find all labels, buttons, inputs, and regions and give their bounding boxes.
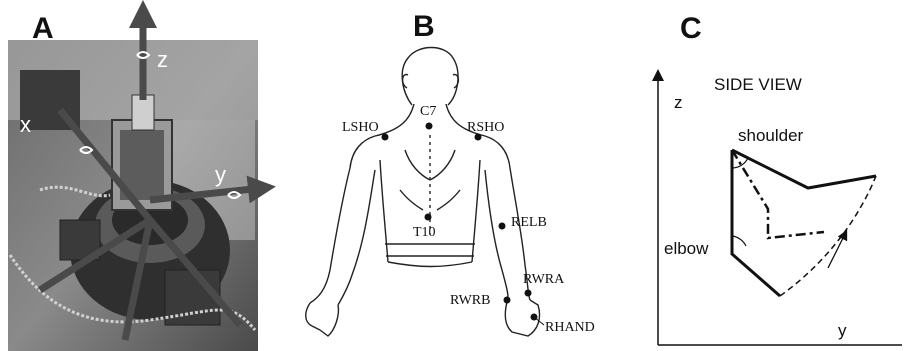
side-view-diagram: SIDE VIEW z y shoulder elbow: [640, 0, 904, 351]
label-lsho: LSHO: [342, 120, 379, 135]
trajectory-dashed: [780, 176, 876, 296]
axis-z-label-c: z: [674, 93, 683, 112]
label-c7: C7: [420, 104, 436, 119]
panel-c-label: C: [680, 12, 702, 46]
motion-arrow: [828, 232, 846, 268]
marker-rwra: [525, 290, 532, 297]
panel-a: z x y A: [0, 0, 262, 351]
body-figure: C7 LSHO RSHO T10 RELB RWRA RWRB RHAND: [290, 0, 630, 351]
shoulder-label: shoulder: [738, 126, 804, 145]
marker-lsho: [382, 134, 389, 141]
label-rsho: RSHO: [467, 120, 504, 135]
label-t10: T10: [413, 225, 436, 240]
label-rwra: RWRA: [523, 272, 565, 287]
marker-rwrb: [504, 297, 511, 304]
label-relb: RELB: [511, 215, 547, 230]
panel-b-label: B: [413, 10, 435, 44]
elbow-label: elbow: [664, 239, 709, 258]
panel-a-label: A: [32, 12, 54, 46]
marker-c7: [426, 123, 433, 130]
panel-c: SIDE VIEW z y shoulder elbow C: [640, 0, 904, 351]
arm-path-solid: [732, 150, 876, 188]
side-view-title: SIDE VIEW: [714, 75, 802, 94]
panel-b: C7 LSHO RSHO T10 RELB RWRA RWRB RHAND B: [290, 0, 630, 351]
axis-z-label: z: [157, 47, 168, 72]
label-rwrb: RWRB: [450, 293, 490, 308]
label-rhand: RHAND: [545, 320, 595, 335]
marker-relb: [499, 223, 506, 230]
axis-y-label-c: y: [838, 321, 847, 340]
arm-path-dashdot: [732, 150, 824, 238]
marker-t10: [425, 214, 432, 221]
axis-y-label: y: [215, 162, 226, 187]
axis-x-label: x: [20, 112, 31, 137]
device-photo: z x y: [0, 0, 262, 351]
